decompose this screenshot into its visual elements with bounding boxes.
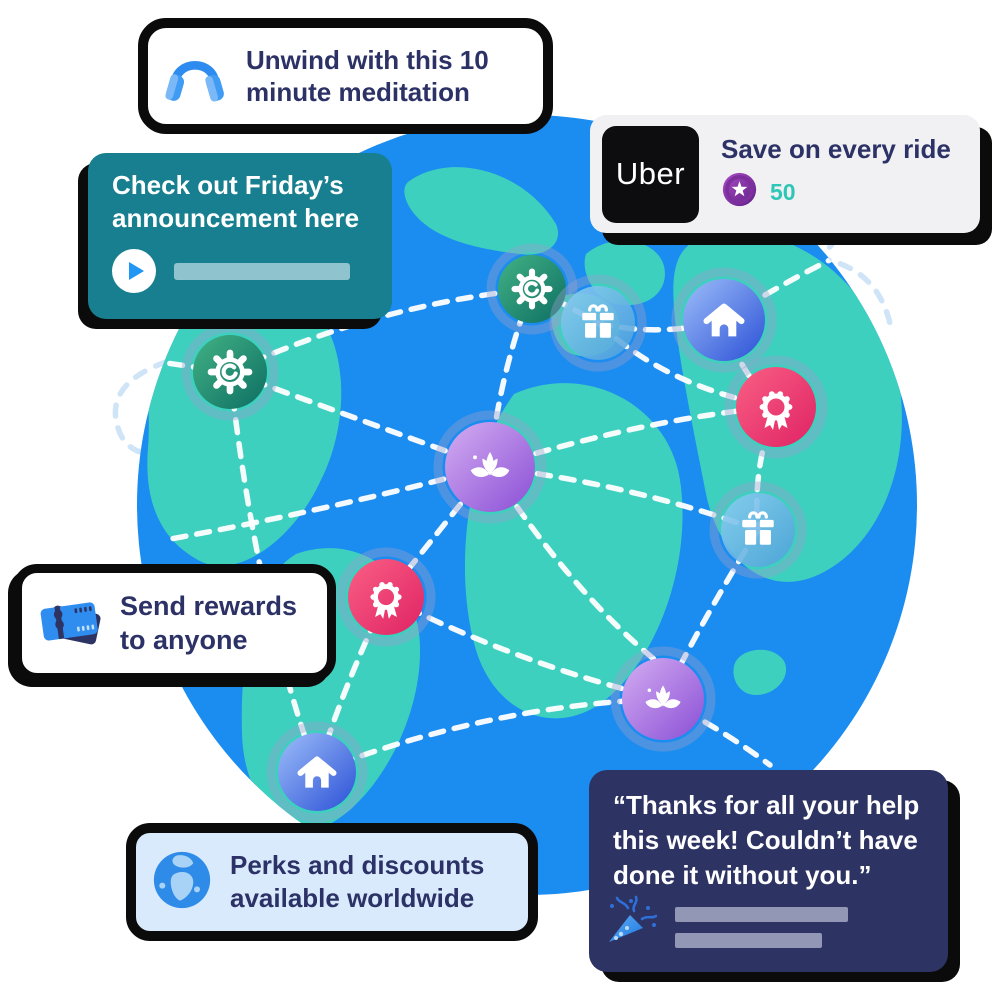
- announcement-text: Check out Friday’s announcement here: [112, 170, 360, 233]
- points-value: 50: [770, 178, 796, 205]
- send-rewards-text: Send rewards to anyone: [120, 591, 298, 655]
- meditation-text: Unwind with this 10 minute meditation: [246, 45, 489, 107]
- node-award-left: [336, 547, 436, 647]
- announcement-card[interactable]: Check out Friday’s announcement here: [88, 153, 392, 319]
- quote-skeleton-bar: [675, 907, 848, 922]
- giftcards-icon: [34, 591, 104, 656]
- globe-icon: [152, 850, 212, 915]
- quote-skeleton-bar: [675, 933, 822, 948]
- quote-text: “Thanks for all your help this week! Cou…: [613, 790, 920, 890]
- uber-reward-card[interactable]: Uber Save on every ride: [590, 115, 980, 233]
- node-gift-right: [709, 481, 807, 579]
- meditation-card[interactable]: Unwind with this 10 minute meditation: [138, 18, 553, 134]
- node-lotus-right: [610, 646, 716, 752]
- globe-nodes: [181, 243, 828, 823]
- audio-progress-bar[interactable]: [174, 262, 350, 280]
- star-badge-icon: [721, 171, 758, 213]
- send-rewards-card[interactable]: Send rewards to anyone: [13, 564, 336, 682]
- node-gear-left: [181, 323, 279, 421]
- play-button[interactable]: [112, 249, 156, 293]
- uber-card-title: Save on every ride: [721, 134, 951, 164]
- perks-card[interactable]: Perks and discounts available worldwide: [126, 823, 538, 941]
- node-lotus-center: [433, 410, 547, 524]
- node-gear-top: [486, 243, 578, 335]
- perks-text: Perks and discounts available worldwide: [230, 850, 485, 913]
- node-award-right: [724, 355, 828, 459]
- node-gift-top: [549, 274, 647, 372]
- quote-card[interactable]: “Thanks for all your help this week! Cou…: [589, 770, 948, 972]
- party-popper-icon: [603, 894, 658, 953]
- node-home-top: [671, 267, 777, 373]
- node-home-bottom: [266, 721, 368, 823]
- headphones-icon: [164, 45, 226, 108]
- play-icon: [128, 262, 144, 280]
- uber-logo: Uber: [602, 125, 699, 223]
